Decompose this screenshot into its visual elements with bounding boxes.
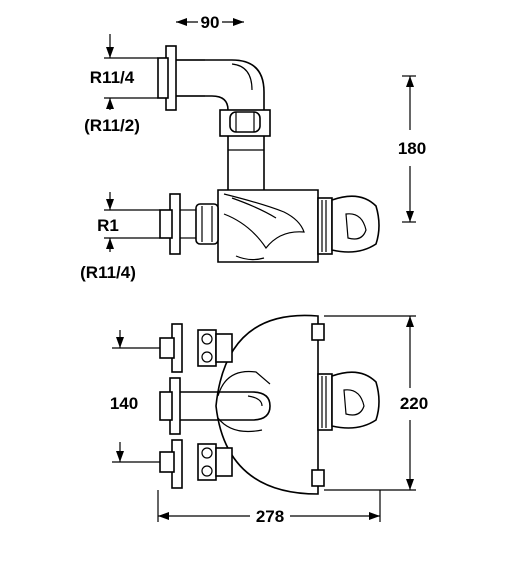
riser-pipe (227, 136, 265, 190)
temperature-knob-side (317, 195, 380, 255)
dimension-upper-thread: R11/4 (R11/2) (84, 34, 158, 135)
label-thread-lower-alt: (R11/4) (80, 263, 136, 282)
dimension-180: 180 (398, 75, 426, 223)
upper-flange (157, 45, 205, 111)
label-thread-lower: R1 (97, 216, 119, 235)
elbow-pipe (176, 59, 265, 111)
dimension-278: 278 (157, 490, 381, 526)
lower-connection (159, 193, 219, 255)
dimension-220: 220 (324, 315, 428, 491)
dim-label-220: 220 (400, 394, 428, 413)
dimension-lower-thread: R1 (R11/4) (80, 192, 160, 282)
mixer-body-side (217, 189, 319, 263)
temperature-knob-front (317, 371, 380, 431)
upper-inlet (159, 323, 233, 373)
dim-label-278: 278 (256, 507, 284, 526)
lower-inlet (159, 439, 233, 489)
side-view: 90 R11/4 (R11/2) (80, 13, 426, 282)
mixer-body-front (215, 314, 325, 495)
label-thread-upper: R11/4 (90, 68, 135, 87)
dim-label-140: 140 (110, 394, 138, 413)
dim-label-180: 180 (398, 139, 426, 158)
outlet-pipe (159, 377, 271, 435)
union-nut (219, 109, 271, 137)
front-view: 140 220 278 (110, 314, 428, 526)
dimension-140: 140 (110, 330, 160, 463)
dimension-90: 90 (176, 13, 244, 32)
dim-label-90: 90 (201, 13, 220, 32)
label-thread-upper-alt: (R11/2) (84, 116, 140, 135)
